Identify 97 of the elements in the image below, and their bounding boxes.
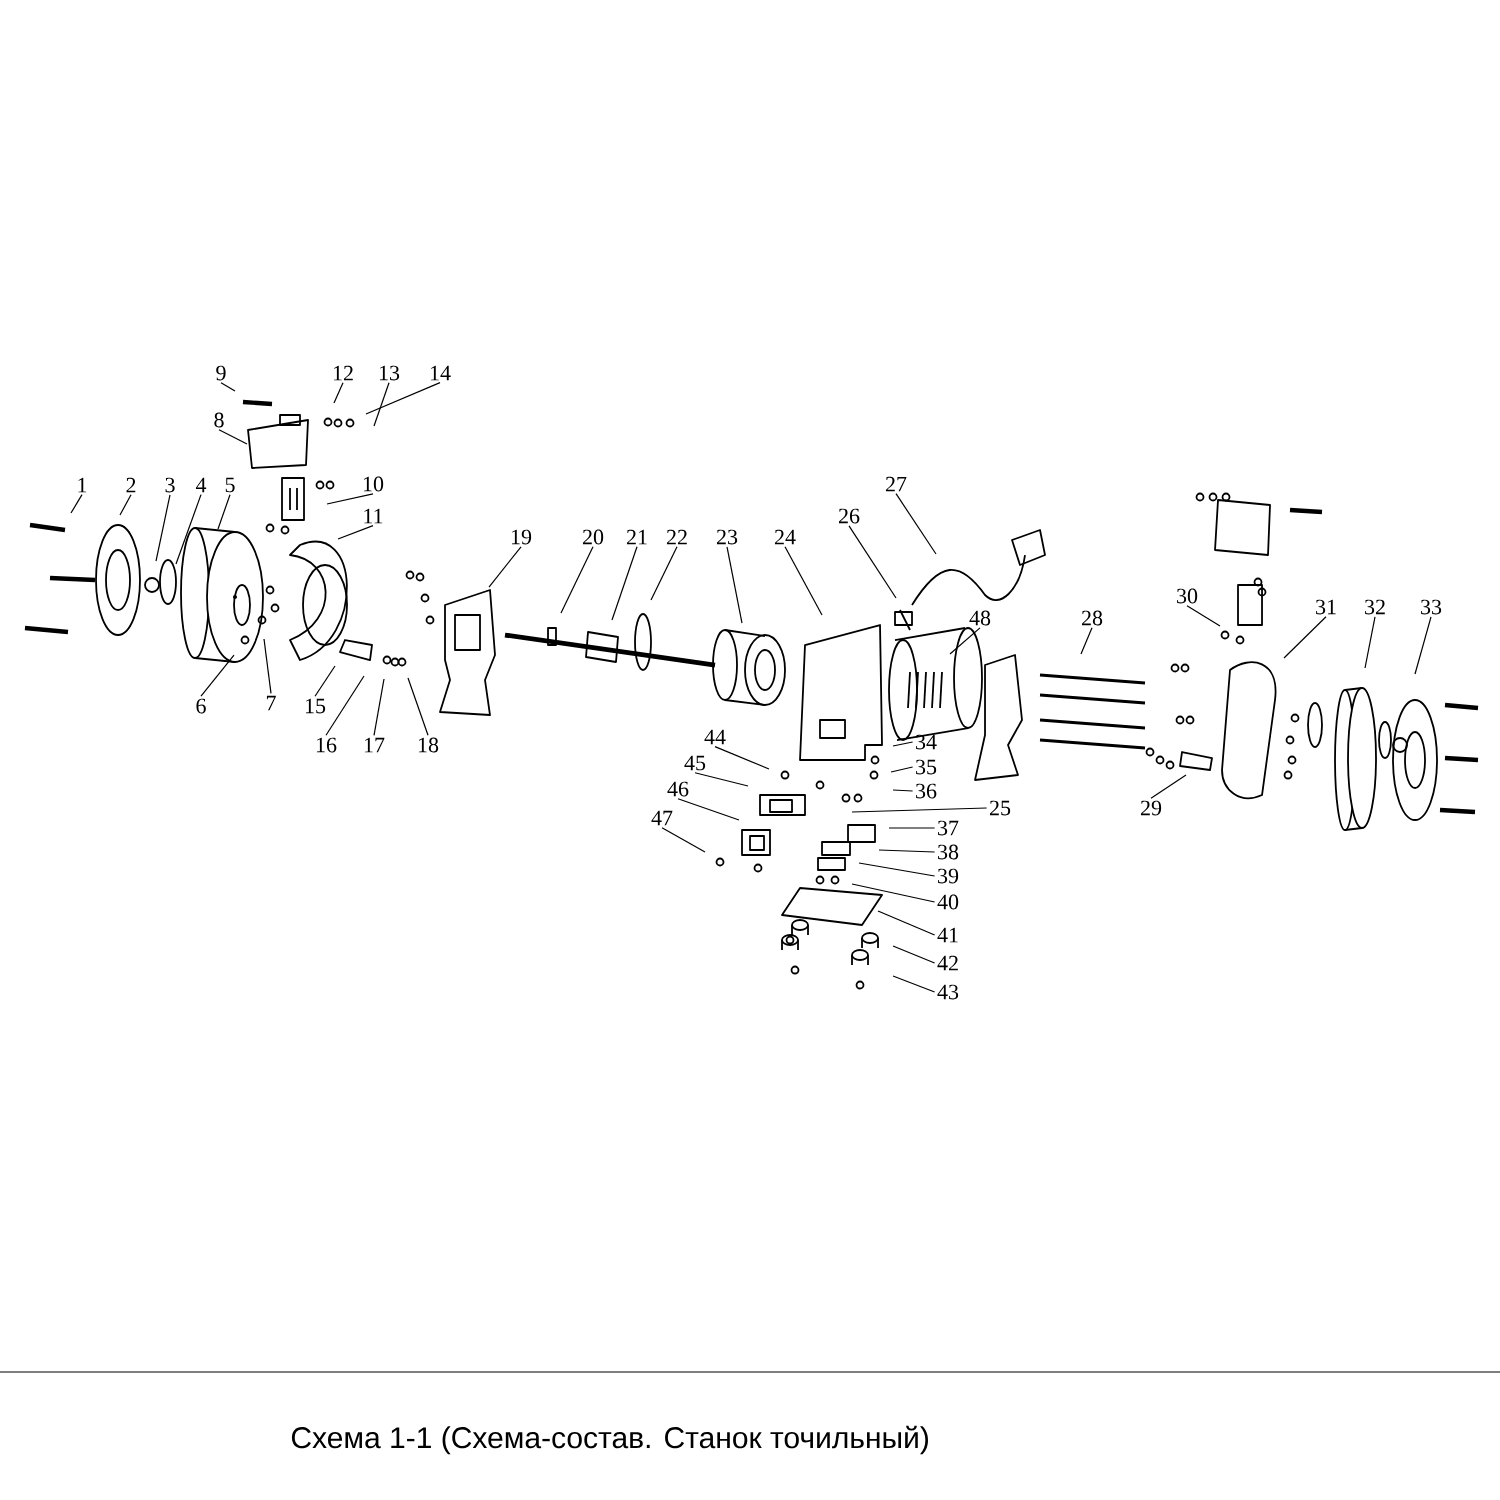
callout-number: 33 [1421, 599, 1442, 615]
leader-line [119, 494, 132, 516]
callout-number: 45 [684, 755, 706, 771]
leader-line [365, 382, 441, 415]
leader-line [1414, 616, 1432, 675]
leader-line [726, 546, 743, 624]
leader-line [892, 945, 936, 964]
callout-number: 47 [651, 810, 673, 826]
callout-number: 29 [1141, 800, 1162, 816]
leader-line [851, 883, 936, 903]
callout-number: 9 [216, 365, 226, 381]
callout-number: 16 [316, 737, 337, 753]
callout-number: 42 [937, 955, 958, 971]
leader-line [488, 546, 522, 588]
callout-number: 31 [1316, 599, 1336, 615]
leader-line [217, 494, 231, 530]
callout-number: 17 [364, 737, 385, 753]
leader-line [949, 627, 981, 655]
callout-number: 15 [305, 698, 326, 714]
leader-line [155, 494, 171, 562]
callout-number: 14 [430, 365, 451, 381]
leader-line [325, 675, 365, 736]
leader-line [694, 772, 749, 787]
callout-number: 1 [78, 477, 87, 493]
callout-number: 18 [418, 737, 439, 753]
leader-line [677, 798, 740, 821]
leader-line [373, 678, 385, 736]
leader-line [851, 807, 988, 813]
callout-number: 43 [937, 984, 959, 1000]
leader-line [877, 910, 936, 936]
leader-line [200, 654, 235, 697]
leader-line [661, 827, 706, 853]
callout-number: 22 [667, 529, 687, 545]
leader-line [1186, 605, 1221, 627]
leader-line [326, 493, 374, 505]
callout-number: 19 [511, 529, 532, 545]
callout-number: 28 [1082, 610, 1103, 626]
callout-number: 4 [195, 477, 207, 493]
callout-number: 23 [717, 529, 738, 545]
callout-number: 40 [937, 894, 959, 910]
leader-line [784, 546, 823, 616]
leader-line [337, 525, 374, 540]
callout-number: 37 [938, 820, 959, 836]
callout-number: 41 [937, 927, 958, 943]
callout-number: 8 [214, 412, 224, 428]
callout-number: 20 [583, 529, 604, 545]
leader-line [1080, 627, 1093, 655]
leader-line [560, 546, 594, 614]
callout-number: 34 [916, 734, 937, 750]
leader-line [888, 827, 936, 829]
leader-line [1283, 616, 1327, 659]
callout-number: 27 [886, 476, 907, 492]
leader-line [714, 746, 770, 770]
callout-number: 44 [704, 729, 726, 745]
callout-number: 25 [990, 800, 1011, 816]
callout-number: 7 [266, 695, 276, 711]
callout-number: 35 [916, 759, 937, 775]
leader-line [1150, 774, 1187, 799]
leader-line [892, 975, 936, 993]
leader-line [650, 546, 678, 601]
leader-line [1364, 616, 1376, 669]
leader-line [895, 493, 937, 555]
callout-number: 21 [627, 529, 647, 545]
leader-line [220, 382, 236, 392]
callout-number: 6 [196, 698, 206, 714]
callout-number: 12 [333, 365, 353, 381]
callout-number: 24 [775, 529, 796, 545]
leader-line [175, 494, 202, 565]
leader-line [333, 382, 344, 404]
callout-number: 13 [379, 365, 400, 381]
callout-number: 11 [364, 508, 383, 524]
callout-number: 32 [1365, 599, 1385, 615]
callout-number: 48 [969, 610, 991, 626]
leader-line [890, 766, 914, 773]
leader-line [70, 494, 83, 514]
leader-line [407, 677, 429, 736]
leader-line [848, 525, 897, 599]
callout-number: 2 [126, 477, 136, 493]
leader-line [314, 665, 336, 697]
leader-line [263, 638, 272, 694]
callout-number: 3 [165, 477, 175, 493]
leader-line [858, 862, 936, 877]
callout-number: 30 [1177, 588, 1198, 604]
callout-number: 36 [916, 783, 937, 799]
leader-line [892, 741, 914, 747]
leader-line [373, 382, 390, 427]
callout-number: 5 [225, 477, 235, 493]
callout-number: 46 [667, 781, 689, 797]
leader-line [878, 849, 936, 853]
leader-line [611, 546, 638, 621]
caption: Схема 1-1 (Схема-состав. Станок точильный) [291, 1425, 928, 1455]
callout-number: 26 [839, 508, 860, 524]
leader-line [218, 429, 248, 445]
callout-number: 10 [363, 476, 384, 492]
leader-line [892, 789, 914, 792]
callout-number: 39 [938, 868, 959, 884]
callout-number: 38 [938, 844, 959, 860]
